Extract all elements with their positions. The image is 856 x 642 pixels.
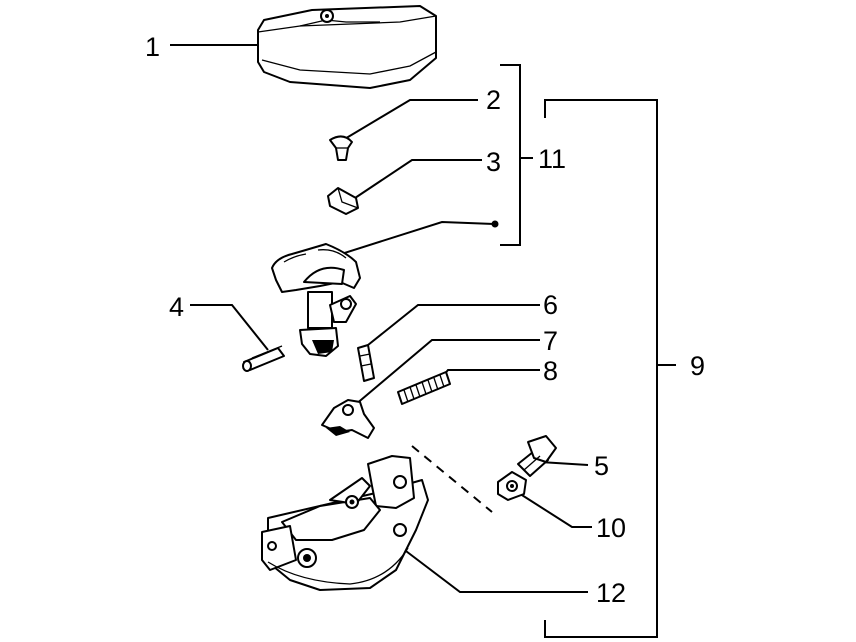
callout-6: 6 [543,290,558,320]
part-screw [517,435,557,477]
leader-11-dot [334,220,495,257]
leader-2 [342,99,478,141]
part-cover [257,5,437,89]
leader-4 [190,304,269,351]
leader-5 [539,461,589,466]
leader-12 [397,544,588,593]
callout-2: 2 [486,85,501,115]
part-nut [497,471,527,501]
callout-1: 1 [145,32,160,62]
leader-7 [354,339,540,406]
part-nut-small [327,187,359,215]
part-pin [329,135,353,161]
part-handle-assembly [271,243,361,357]
leader-6 [367,304,540,346]
part-dowel [242,345,285,372]
leader-lines [170,44,592,593]
bracket-9 [544,99,676,638]
dashed-axis [411,445,493,513]
leader-3 [354,159,482,199]
callout-9: 9 [690,351,705,381]
part-lever [321,399,375,439]
callout-7: 7 [543,326,558,356]
part-rod [357,344,375,382]
callout-5: 5 [594,451,609,481]
callout-8: 8 [543,356,558,386]
callout-11: 11 [538,144,566,174]
leader-dot [491,220,499,228]
part-housing [261,455,429,591]
leader-8 [437,369,540,383]
callout-10: 10 [596,513,626,543]
leader-10 [513,489,592,528]
callout-3: 3 [486,147,501,177]
callout-12: 12 [596,578,626,608]
part-spring [397,371,451,405]
bracket-11 [500,64,533,246]
callout-4: 4 [169,292,184,322]
